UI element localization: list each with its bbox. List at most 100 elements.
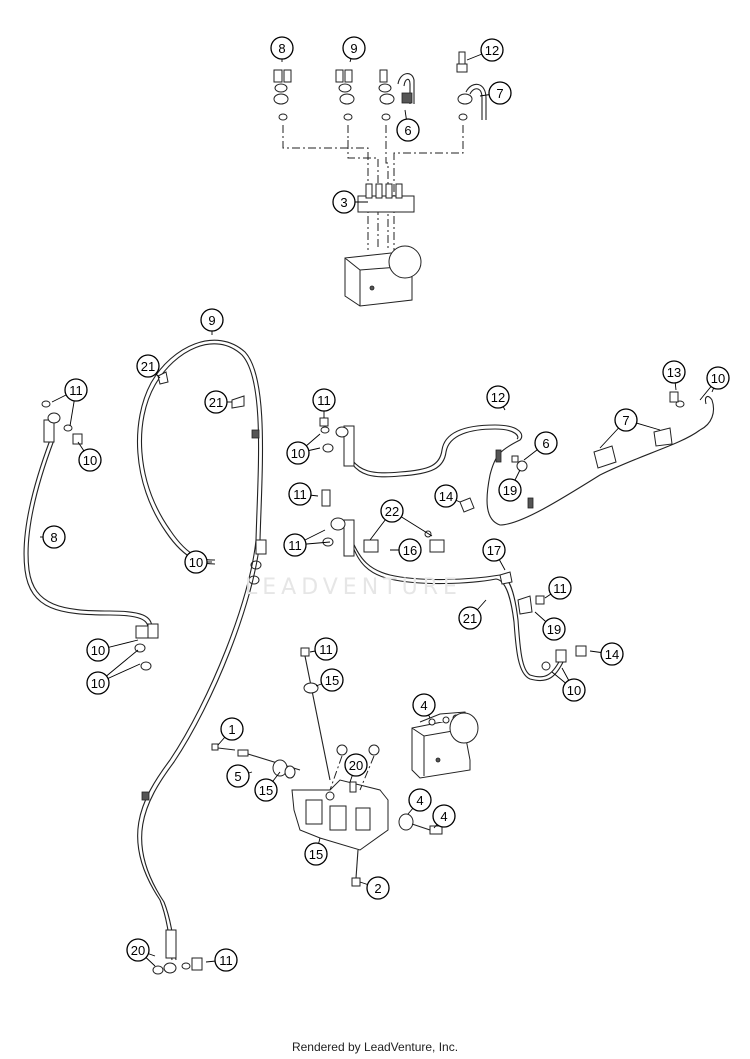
callout-number: 11 [288, 538, 302, 553]
callout-number: 11 [293, 487, 307, 502]
callout-number: 22 [385, 504, 399, 519]
callout-number: 11 [69, 383, 83, 398]
callout-number: 11 [219, 953, 233, 968]
callout-circle [254, 778, 278, 802]
callout-ref-20-bottom[interactable]: 20 [126, 938, 156, 967]
callout-ref-4-right[interactable]: 4 [432, 804, 456, 829]
callout-circle [458, 606, 482, 630]
callout-ref-16-holder[interactable]: 16 [390, 538, 422, 562]
callout-number: 10 [189, 555, 203, 570]
callout-number: 10 [291, 446, 305, 461]
callout-number: 10 [91, 643, 105, 658]
callout-ref-12-bleeder-top[interactable]: 12 [466, 38, 504, 62]
callout-number: 17 [487, 543, 501, 558]
callout-number: 20 [131, 943, 145, 958]
callout-circle [396, 118, 420, 142]
fitting-column-7 [456, 51, 487, 121]
callout-number: 15 [259, 783, 273, 798]
callout-ref-2-bracket[interactable]: 2 [359, 876, 390, 900]
valve-block-small [344, 183, 422, 307]
callout-number: 11 [317, 393, 331, 408]
callout-ref-11-bottom[interactable]: 11 [205, 948, 238, 972]
callout-ref-10-left-low[interactable]: 10 [86, 649, 141, 695]
callout-ref-7-brake-line[interactable]: 7 [599, 408, 661, 449]
fitting-19-14-upper [511, 455, 528, 472]
sleeves-13 [593, 427, 673, 469]
callout-number: 6 [542, 436, 549, 451]
callout-ref-10-left-top[interactable]: 10 [77, 441, 102, 472]
top-fitting-assembly [273, 51, 487, 307]
callout-ref-14-lower[interactable]: 14 [589, 642, 624, 666]
callout-number: 11 [553, 581, 567, 596]
callout-number: 11 [319, 642, 333, 657]
fitting-column-9 [335, 69, 355, 121]
callout-ref-10-center-top[interactable]: 10 [286, 433, 321, 465]
callout-ref-21-clip-mid[interactable]: 21 [204, 390, 232, 414]
callout-ref-9-brake-line[interactable]: 9 [200, 308, 224, 335]
callout-ref-7-line-top[interactable]: 7 [479, 81, 512, 105]
callout-ref-21-clip-right[interactable]: 21 [458, 599, 487, 630]
callout-ref-15-right[interactable]: 15 [304, 837, 328, 866]
callout-ref-3-valve-block[interactable]: 3 [332, 190, 368, 214]
callout-number: 4 [420, 698, 427, 713]
clip-21-left [157, 371, 169, 385]
fitting-column-8 [273, 69, 292, 121]
callout-ref-21-clip-left[interactable]: 21 [136, 354, 161, 379]
callout-ref-14-upper[interactable]: 14 [434, 484, 461, 508]
callout-ref-20-left[interactable]: 20 [344, 753, 368, 783]
callout-ref-12-bleeder-center[interactable]: 12 [486, 385, 510, 411]
callout-ref-22-clip[interactable]: 22 [369, 499, 433, 541]
callout-number: 4 [416, 793, 423, 808]
callout-ref-10-right-low[interactable]: 10 [551, 667, 586, 702]
callout-circle [408, 788, 432, 812]
callout-circle [548, 576, 572, 600]
callout-number: 20 [349, 758, 363, 773]
callout-ref-9-fittings-top[interactable]: 9 [342, 36, 366, 63]
callout-ref-8-fittings-top[interactable]: 8 [270, 36, 294, 62]
callout-number: 2 [374, 881, 381, 896]
callout-circle [344, 753, 368, 777]
callout-ref-5-stud[interactable]: 5 [226, 764, 253, 788]
callout-number: 8 [278, 41, 285, 56]
callout-circle [184, 550, 208, 574]
callout-number: 8 [50, 530, 57, 545]
callout-circle [226, 764, 250, 788]
callout-number: 14 [605, 647, 619, 662]
callout-ref-8-brake-line[interactable]: 8 [40, 525, 66, 549]
callout-ref-10-mid-left[interactable]: 10 [184, 550, 212, 574]
callout-ref-19-upper[interactable]: 19 [498, 469, 522, 502]
callout-number: 16 [403, 543, 417, 558]
callout-ref-11-right-low[interactable]: 11 [309, 637, 338, 661]
callout-ref-6-line-top[interactable]: 6 [396, 109, 420, 142]
callout-circle [412, 693, 436, 717]
callout-ref-15-top[interactable]: 15 [315, 668, 344, 692]
callout-circle [542, 617, 566, 641]
callout-circle [706, 366, 730, 390]
callout-ref-10-right-top[interactable]: 10 [699, 366, 730, 401]
callout-ref-11-right-top[interactable]: 11 [544, 576, 572, 600]
callout-ref-15-left[interactable]: 15 [254, 771, 281, 802]
callout-ref-1-abs-unit[interactable]: 1 [217, 717, 244, 746]
brake-line-8 [23, 400, 159, 671]
callout-circle [662, 360, 686, 384]
callout-ref-4-left[interactable]: 4 [407, 788, 432, 815]
callout-circle [366, 876, 390, 900]
callout-number: 4 [440, 809, 447, 824]
callout-circle [600, 642, 624, 666]
callout-ref-19-lower[interactable]: 19 [534, 611, 566, 641]
callout-number: 7 [496, 86, 503, 101]
callout-number: 15 [309, 847, 323, 862]
bracket-2-assembly [211, 647, 443, 887]
callout-ref-11-left-top[interactable]: 11 [51, 378, 88, 427]
callout-ref-6-brake-line[interactable]: 6 [523, 431, 558, 461]
callout-ref-11-mid-left[interactable]: 11 [283, 529, 331, 557]
callout-number: 19 [503, 483, 517, 498]
callout-ref-11-left-low[interactable]: 11 [312, 388, 336, 418]
callout-ref-4-top[interactable]: 4 [412, 693, 436, 719]
callout-ref-17-holder[interactable]: 17 [482, 538, 506, 571]
callout-circle [86, 671, 110, 695]
callout-ref-11-center-top[interactable]: 11 [288, 482, 319, 506]
callout-ref-10-left-center[interactable]: 10 [86, 638, 139, 662]
callout-ref-13-sleeves[interactable]: 13 [662, 360, 686, 391]
